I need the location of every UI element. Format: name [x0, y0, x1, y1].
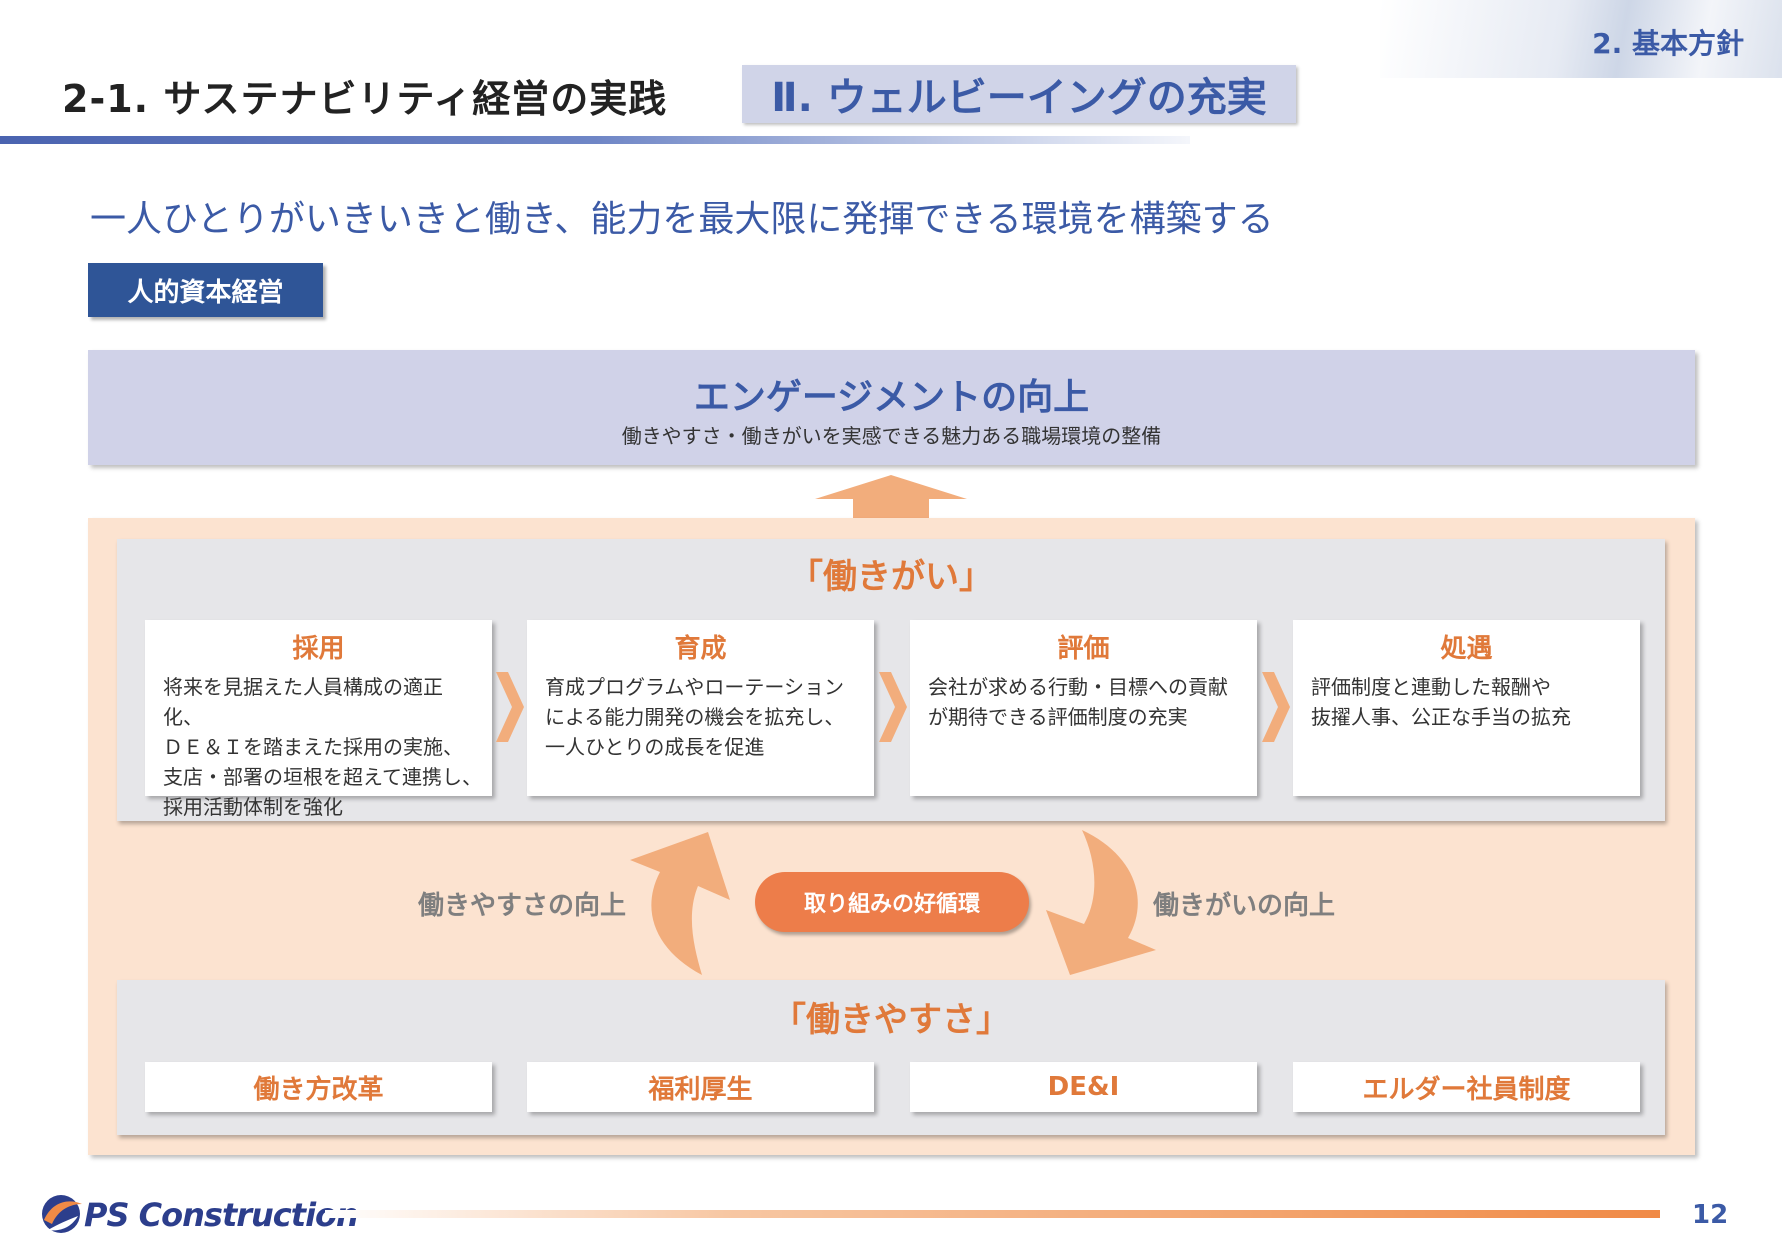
page-title: 2-1. サステナビリティ経営の実践	[62, 77, 668, 121]
card-title: 育成	[674, 634, 727, 664]
card-title: 採用	[292, 634, 345, 664]
card-treatment: 処遇 評価制度と連動した報酬や 抜擢人事、公正な手当の拡充	[1293, 620, 1640, 796]
engagement-title: エンゲージメントの向上	[693, 377, 1090, 418]
cycle-center-pill: 取り組みの好循環	[755, 872, 1029, 932]
chevron-right-icon	[879, 672, 907, 742]
page-number: 12	[1692, 1200, 1729, 1230]
header-decoration	[1380, 0, 1782, 78]
card-title: 処遇	[1440, 634, 1493, 664]
page-subtitle: 一人ひとりがいきいきと働き、能力を最大限に発揮できる環境を構築する	[90, 199, 1274, 240]
hatarakiyasusa-heading: 「働きやすさ」	[772, 1000, 1010, 1040]
up-arrow-icon	[815, 475, 967, 523]
cycle-right-label: 働きがいの向上	[1153, 891, 1336, 921]
company-logo-text: PS Construction	[84, 1196, 359, 1234]
chevron-right-icon	[496, 672, 524, 742]
cycle-down-arrow-icon	[1046, 830, 1156, 975]
engagement-subtitle: 働きやすさ・働きがいを実感できる魅力ある職場環境の整備	[621, 424, 1162, 448]
title-tag: Ⅱ. ウェルビーイングの充実	[742, 65, 1296, 123]
title-underline	[0, 136, 1190, 144]
cycle-up-arrow-icon	[630, 832, 730, 975]
cycle-left-label: 働きやすさの向上	[418, 891, 627, 921]
card-recruitment: 採用 将来を見据えた人員構成の適正化、 ＤＥ＆Ｉを踏まえた採用の実施、 支店・部…	[145, 620, 492, 819]
card-body: 評価制度と連動した報酬や 抜擢人事、公正な手当の拡充	[1311, 675, 1571, 729]
chevron-right-icon	[1262, 672, 1290, 742]
section-badge: 人的資本経営	[88, 263, 323, 317]
card-evaluation: 評価 会社が求める行動・目標への貢献 が期待できる評価制度の充実	[910, 620, 1257, 796]
item-welfare: 福利厚生	[527, 1062, 874, 1112]
item-dei: DE&I	[910, 1062, 1257, 1112]
card-body: 将来を見据えた人員構成の適正化、 ＤＥ＆Ｉを踏まえた採用の実施、 支店・部署の垣…	[163, 675, 482, 819]
card-development: 育成 育成プログラムやローテーション による能力開発の機会を拡充し、 一人ひとり…	[527, 620, 874, 796]
card-body: 会社が求める行動・目標への貢献 が期待できる評価制度の充実	[928, 675, 1228, 729]
hatarakigai-heading: 「働きがい」	[789, 557, 993, 597]
engagement-box: エンゲージメントの向上 働きやすさ・働きがいを実感できる魅力ある職場環境の整備	[88, 350, 1695, 465]
item-workstyle-reform: 働き方改革	[145, 1062, 492, 1112]
company-logo-icon	[42, 1195, 82, 1233]
footer-rule	[325, 1210, 1660, 1218]
card-body: 育成プログラムやローテーション による能力開発の機会を拡充し、 一人ひとりの成長…	[545, 675, 845, 759]
section-tag: 2. 基本方針	[1592, 27, 1744, 60]
card-title: 評価	[1057, 634, 1110, 664]
item-elder-employee: エルダー社員制度	[1293, 1062, 1640, 1112]
